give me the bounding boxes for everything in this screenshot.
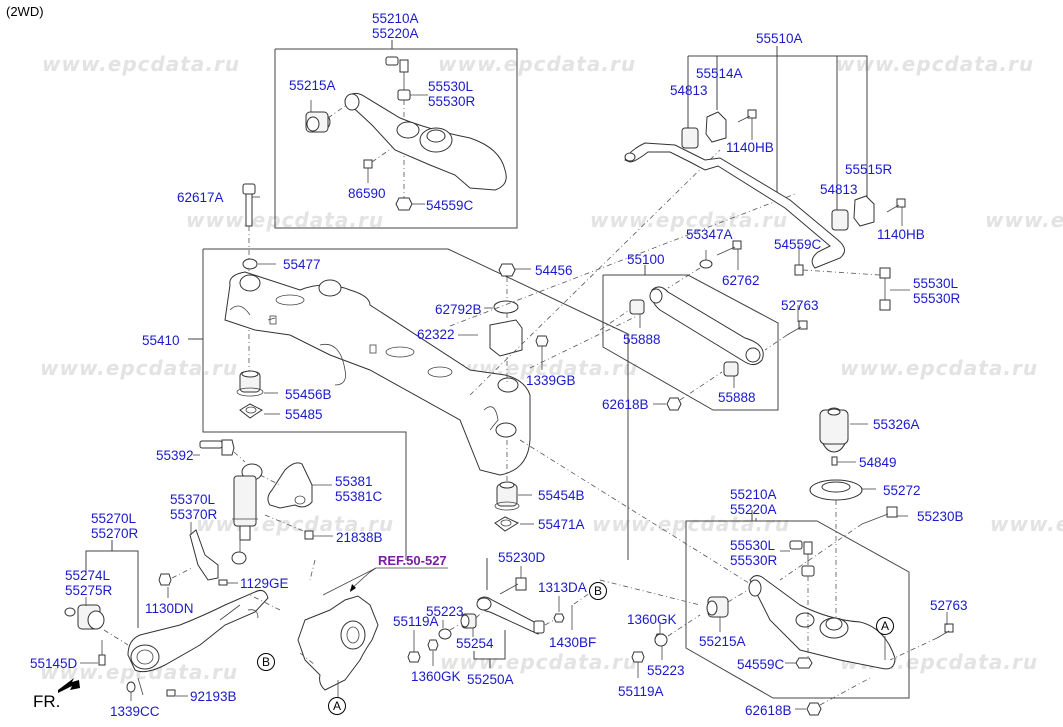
watermark: www.epcdata.ru — [836, 52, 1035, 76]
watermark: www.epcdata.ru — [590, 208, 789, 232]
part-label-54559C[interactable]: 54559C — [737, 657, 785, 672]
front-indicator: FR. — [33, 692, 61, 711]
part-label-55485[interactable]: 55485 — [285, 407, 323, 422]
part-label-54559C[interactable]: 54559C — [774, 237, 822, 252]
part-label-55215A[interactable]: 55215A — [699, 634, 746, 649]
part-label-54849[interactable]: 54849 — [859, 455, 897, 470]
part-label-55272[interactable]: 55272 — [883, 483, 921, 498]
watermark: www.epcdata.ru — [42, 52, 241, 76]
part-label-55210A[interactable]: 55210A 55220A — [730, 487, 777, 517]
watermark: www.epcdata.ru — [990, 512, 1063, 536]
part-label-55530L[interactable]: 55530L 55530R — [730, 538, 778, 568]
part-label-1140HB[interactable]: 1140HB — [877, 227, 925, 242]
part-label-55888[interactable]: 55888 — [623, 332, 661, 347]
part-label-55119A[interactable]: 55119A — [393, 614, 439, 629]
part-label-1430BF[interactable]: 1430BF — [549, 635, 597, 650]
part-label-55515R[interactable]: 55515R — [845, 162, 893, 177]
part-label-1129GE[interactable]: 1129GE — [240, 576, 289, 591]
part-label-62762[interactable]: 62762 — [722, 273, 760, 288]
part-label-55381[interactable]: 55381 55381C — [335, 474, 383, 504]
part-label-55456B[interactable]: 55456B — [285, 387, 332, 402]
part-label-55410[interactable]: 55410 — [142, 333, 180, 348]
marker-b[interactable]: B — [589, 582, 607, 600]
part-label-54456[interactable]: 54456 — [535, 263, 573, 278]
part-label-54813[interactable]: 54813 — [820, 182, 858, 197]
part-label-62618B[interactable]: 62618B — [745, 703, 792, 718]
part-label-55530L[interactable]: 55530L 55530R — [428, 79, 476, 109]
marker-a[interactable]: A — [876, 617, 894, 635]
part-label-55270L[interactable]: 55270L 55270R — [91, 511, 139, 541]
part-label-1140HB[interactable]: 1140HB — [726, 140, 774, 155]
part-label-55230D[interactable]: 55230D — [498, 550, 546, 565]
part-label-55514A[interactable]: 55514A — [696, 66, 743, 81]
reference-link[interactable]: REF.50-527 — [378, 553, 447, 568]
part-label-55100[interactable]: 55100 — [627, 252, 665, 267]
part-label-1360GK[interactable]: 1360GK — [627, 612, 677, 627]
part-label-55530L[interactable]: 55530L 55530R — [913, 276, 961, 306]
part-label-21838B[interactable]: 21838B — [336, 530, 383, 545]
watermark: www.epcdata.ru — [196, 512, 395, 536]
part-label-86590[interactable]: 86590 — [348, 186, 386, 201]
part-label-55454B[interactable]: 55454B — [538, 488, 585, 503]
part-label-55223[interactable]: 55223 — [426, 604, 464, 619]
watermark: www.epcdata.ru — [840, 356, 1039, 380]
watermark: www.epcdata.ru — [985, 208, 1063, 232]
marker-a[interactable]: A — [328, 697, 346, 715]
watermark: www.epcdata.ru — [438, 52, 637, 76]
part-label-55210A[interactable]: 55210A 55220A — [372, 11, 419, 41]
part-label-92193B[interactable]: 92193B — [190, 689, 237, 704]
watermark: www.epcdata.ru — [592, 512, 791, 536]
part-label-52763[interactable]: 52763 — [930, 598, 968, 613]
marker-b[interactable]: B — [257, 653, 275, 671]
part-label-55326A[interactable]: 55326A — [873, 417, 920, 432]
part-label-55477[interactable]: 55477 — [283, 257, 321, 272]
part-label-62322[interactable]: 62322 — [417, 327, 455, 342]
part-label-62792B[interactable]: 62792B — [435, 302, 482, 317]
part-label-55254[interactable]: 55254 — [456, 636, 494, 651]
part-label-54559C[interactable]: 54559C — [426, 198, 474, 213]
part-label-55888[interactable]: 55888 — [718, 390, 756, 405]
watermark: www.epcdata.ru — [40, 356, 239, 380]
part-label-55223[interactable]: 55223 — [647, 663, 685, 678]
part-label-55119A[interactable]: 55119A — [618, 684, 664, 699]
part-label-55471A[interactable]: 55471A — [538, 517, 585, 532]
part-label-1360GK[interactable]: 1360GK — [411, 669, 461, 684]
part-label-55392[interactable]: 55392 — [156, 448, 194, 463]
part-label-55145D[interactable]: 55145D — [30, 656, 78, 671]
part-label-1339GB[interactable]: 1339GB — [526, 373, 576, 388]
drivetrain-title: (2WD) — [6, 4, 44, 19]
part-label-55215A[interactable]: 55215A — [289, 78, 336, 93]
part-label-62618B[interactable]: 62618B — [602, 397, 649, 412]
part-label-62617A[interactable]: 62617A — [177, 190, 224, 205]
part-label-52763[interactable]: 52763 — [781, 298, 819, 313]
part-label-1339CC[interactable]: 1339CC — [110, 704, 160, 719]
part-label-55370L[interactable]: 55370L 55370R — [170, 492, 218, 522]
part-label-55510A[interactable]: 55510A — [756, 31, 803, 46]
part-label-1313DA[interactable]: 1313DA — [538, 580, 587, 595]
part-label-55230B[interactable]: 55230B — [917, 509, 964, 524]
part-label-55347A[interactable]: 55347A — [686, 227, 733, 242]
part-label-55274L[interactable]: 55274L 55275R — [65, 568, 113, 598]
watermark: www.epcdata.ru — [440, 650, 639, 674]
part-label-55250A[interactable]: 55250A — [467, 672, 514, 687]
part-label-54813[interactable]: 54813 — [670, 83, 708, 98]
part-label-1130DN[interactable]: 1130DN — [145, 601, 194, 616]
